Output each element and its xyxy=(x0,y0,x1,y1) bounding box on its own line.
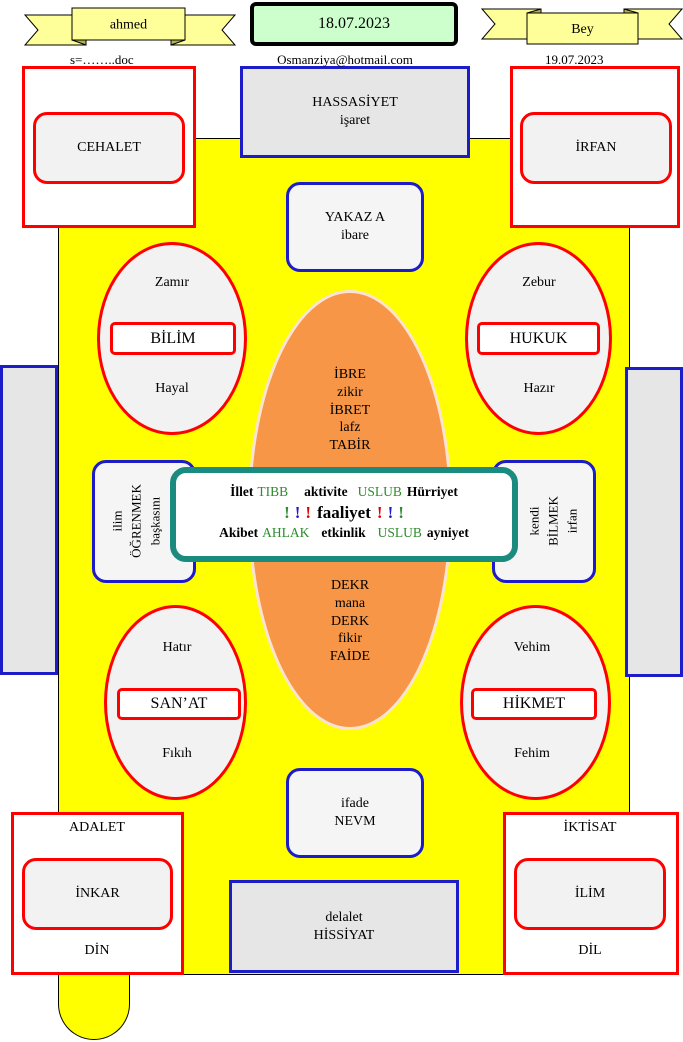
oval-top-left-bottom-text: Hayal xyxy=(155,381,189,396)
oval-top-right-label: HUKUK xyxy=(477,322,600,355)
word-green: USLUB xyxy=(377,525,422,540)
ribbon-right: Bey xyxy=(480,8,683,45)
side-box-left-line: başkasını xyxy=(147,496,163,546)
top-blue-box-line-2: ibare xyxy=(341,228,369,243)
corner-box-bottom-right-top: İKTİSAT xyxy=(563,820,617,835)
side-box-right-line: irfan xyxy=(564,508,580,534)
oval-top-right-top-text: Zebur xyxy=(522,275,556,290)
side-box-right-text: kendi BİLMEK irfan xyxy=(525,496,582,546)
side-panel-left xyxy=(0,365,58,675)
bottom-blue-box-line-2: NEVM xyxy=(334,814,376,829)
center-oval-lower-text: DEKR mana DERK fikir FAİDE xyxy=(250,577,450,666)
bottom-blue-box-line-1: ifade xyxy=(341,796,369,811)
top-grey-box-line-1: HASSASİYET xyxy=(312,95,398,110)
center-box-row-3: Akibet AHLAK etkinlik USLUB ayniyet xyxy=(219,523,469,543)
corner-box-bottom-left-bottom: DİN xyxy=(84,943,110,958)
oval-line: DEKR xyxy=(330,578,370,593)
corner-box-bottom-left-top: ADALET xyxy=(69,820,125,835)
center-box: İllet TIBB aktivite USLUB Hürriyet ! ! !… xyxy=(170,467,518,562)
ribbon-left: ahmed xyxy=(23,7,237,46)
top-blue-box: YAKAZ A ibare xyxy=(286,182,424,272)
word: İllet xyxy=(230,484,254,499)
oval-bottom-right-label: HİKMET xyxy=(471,688,597,720)
side-panel-right xyxy=(625,367,683,677)
oval-line: DERK xyxy=(330,613,370,629)
word-green: USLUB xyxy=(357,484,402,499)
bottom-grey-box-line-1: delalet xyxy=(325,909,363,925)
exclamation-red: ! xyxy=(305,503,312,522)
bottom-blue-box: ifade NEVM xyxy=(286,768,424,858)
exclamation-green: ! xyxy=(398,503,404,522)
ribbon-right-text: Bey xyxy=(571,22,594,37)
header-ribbons: ahmed Bey xyxy=(23,7,683,46)
word-green: AHLAK xyxy=(262,525,310,540)
oval-line: mana xyxy=(334,595,366,611)
word: ayniyet xyxy=(426,525,469,540)
oval-top-left-label: BİLİM xyxy=(110,322,236,355)
oval-line: İBRE xyxy=(334,367,366,382)
center-oval-upper-text: İBRE zikir İBRET lafz TABİR xyxy=(250,366,450,455)
oval-bottom-right-top-text: Vehim xyxy=(513,640,551,655)
corner-box-top-right-inner: İRFAN xyxy=(520,112,672,184)
word: etkinlik xyxy=(321,525,366,540)
bottom-grey-box: delalet HİSSİYAT xyxy=(229,880,459,973)
side-box-left-line: ÖĞRENMEK xyxy=(128,484,144,558)
oval-line: İBRET xyxy=(329,402,371,418)
center-keyword: faaliyet xyxy=(317,503,371,522)
ribbon-left-center xyxy=(71,7,186,41)
ribbon-left-text: ahmed xyxy=(110,18,147,33)
side-box-right-line: BİLMEK xyxy=(545,496,561,546)
oval-top-right-bottom-text: Hazır xyxy=(523,381,555,396)
exclamation-blue: ! xyxy=(387,503,394,522)
corner-box-top-left-inner: CEHALET xyxy=(33,112,185,184)
oval-line: FAİDE xyxy=(329,649,371,665)
exclamation-green: ! xyxy=(284,503,290,522)
oval-line: lafz xyxy=(339,420,361,436)
oval-bottom-right-bottom-text: Fehim xyxy=(514,746,550,761)
oval-line: zikir xyxy=(337,384,363,400)
corner-box-bottom-right-inner: İLİM xyxy=(514,858,666,930)
file-name-text: s=……..doc xyxy=(70,52,134,67)
oval-bottom-left-bottom-text: Fıkıh xyxy=(162,746,192,761)
exclamation-blue: ! xyxy=(294,503,301,522)
top-grey-box: HASSASİYET işaret xyxy=(240,66,470,158)
top-grey-box-line-2: işaret xyxy=(339,113,371,128)
date-box: 18.07.2023 xyxy=(250,2,458,46)
side-box-left-line: ilim xyxy=(109,510,125,532)
bottom-grey-box-line-2: HİSSİYAT xyxy=(313,927,375,943)
corner-box-bottom-right-bottom: DİL xyxy=(578,943,602,958)
oval-line: fikir xyxy=(337,631,363,647)
word: Akibet xyxy=(219,525,259,540)
exclamation-red: ! xyxy=(376,503,383,522)
top-blue-box-line-1: YAKAZ A xyxy=(324,210,386,225)
oval-line: TABİR xyxy=(329,438,371,454)
oval-top-left-top-text: Zamır xyxy=(154,275,190,290)
corner-box-bottom-left-inner: İNKAR xyxy=(22,858,173,930)
word: Hürriyet xyxy=(406,484,458,499)
ribbon-right-center xyxy=(526,12,639,45)
center-box-row-2: ! ! ! faaliyet ! ! ! xyxy=(284,502,404,523)
word-green: TIBB xyxy=(257,484,289,499)
oval-bottom-left-top-text: Hatır xyxy=(162,640,192,655)
right-date-text: 19.07.2023 xyxy=(545,52,604,67)
word: aktivite xyxy=(304,484,348,499)
side-box-left-text: ilim ÖĞRENMEK başkasını xyxy=(108,484,165,558)
center-box-row-1: İllet TIBB aktivite USLUB Hürriyet xyxy=(230,482,458,502)
oval-bottom-left-label: SAN’AT xyxy=(117,688,241,720)
email-text: Osmanziya@hotmail.com xyxy=(277,52,413,67)
ribbon-right-flap-left xyxy=(480,8,542,40)
side-box-right-line: kendi xyxy=(526,506,542,536)
